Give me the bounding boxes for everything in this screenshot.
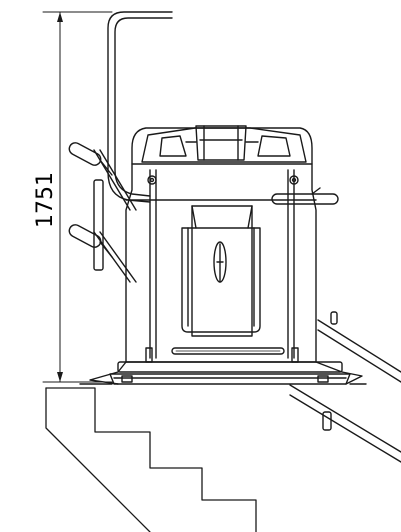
side-grab-handle	[271, 187, 339, 205]
bolt-icon	[289, 175, 299, 185]
lower-arm-handle	[68, 224, 113, 258]
bolt-icon	[147, 175, 157, 185]
center-panel	[181, 205, 261, 337]
platform-base	[79, 361, 367, 385]
bolt-icon	[149, 177, 155, 183]
upper-arm-handle	[68, 142, 113, 176]
inclined-rail	[289, 311, 401, 463]
height-dimension-label: 1751	[33, 172, 58, 228]
staircase	[45, 387, 257, 532]
bolt-icon	[291, 177, 297, 183]
left-foot	[145, 347, 153, 363]
handlebar	[107, 11, 173, 203]
lift-body	[125, 127, 317, 363]
right-foot	[291, 347, 299, 363]
top-cover	[141, 125, 307, 163]
key-switch-icon	[213, 241, 227, 283]
vent-slot	[171, 347, 285, 355]
height-dimension	[42, 11, 113, 383]
